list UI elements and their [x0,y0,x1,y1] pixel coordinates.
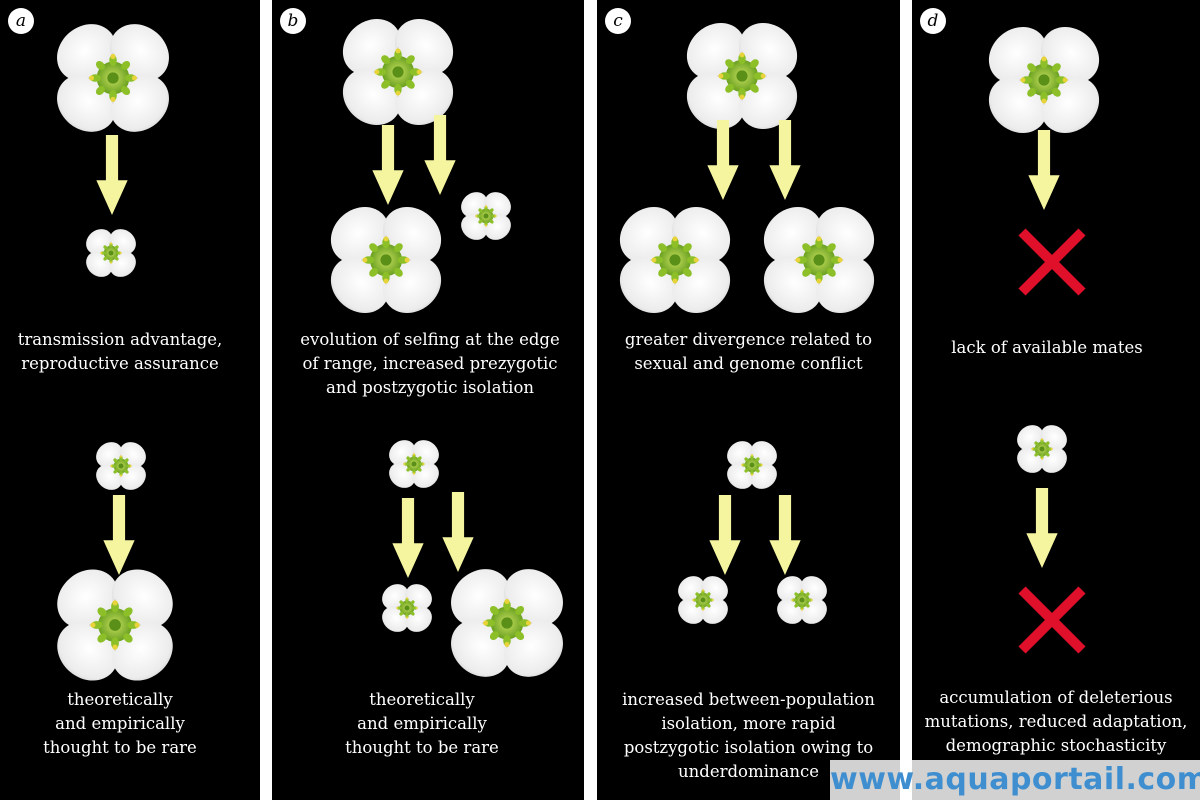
small-flower-icon [675,572,731,628]
small-flower-icon [724,437,780,493]
panel-d: d lack of available mates accumulation o… [912,0,1200,800]
small-flower-icon [458,188,514,244]
down-arrow-icon [1026,130,1062,210]
diagonal-arrow-icon [767,120,803,200]
small-flower-icon [774,572,830,628]
panel-label: c [605,8,631,34]
panel-label: a [8,8,34,34]
down-arrow-icon [94,135,130,215]
flower-icon [50,15,176,141]
small-flower-icon [83,225,139,281]
bottom-caption: accumulation of deleterious mutations, r… [924,688,1188,755]
panel-label: d [920,8,946,34]
diagonal-arrow-icon [422,115,458,195]
panel-b: b evolution of selfing at the edge of ra… [272,0,584,800]
small-flower-icon [1014,421,1070,477]
flower-icon [982,18,1106,142]
bottom-caption: theoretically and empirically thought to… [345,690,499,757]
bottom-caption: increased between-population isolation, … [622,690,875,781]
bottom-caption: theoretically and empirically thought to… [43,690,197,757]
top-caption: transmission advantage, reproductive ass… [17,330,223,373]
flower-icon [50,560,180,690]
down-arrow-icon [370,125,406,205]
diagonal-arrow-icon [707,495,743,575]
panel-a: a transmission advantage, reproductive a… [0,0,260,800]
red-cross-icon [1014,224,1090,300]
top-caption: greater divergence related to sexual and… [624,330,873,373]
flower-icon [444,560,570,686]
top-caption: lack of available mates [951,338,1143,357]
down-arrow-icon [390,498,426,578]
small-flower-icon [379,580,435,636]
watermark: www.aquaportail.com [830,760,1200,800]
panel-c: c greater divergence related to sexual a… [597,0,900,800]
panel-label: b [280,8,306,34]
flower-icon [324,198,448,322]
down-arrow-icon [1024,488,1060,568]
diagonal-arrow-icon [767,495,803,575]
small-flower-icon [386,436,442,492]
small-flower-icon [93,438,149,494]
top-caption: evolution of selfing at the edge of rang… [300,330,560,397]
flower-icon [757,198,881,322]
diagonal-arrow-icon [705,120,741,200]
flower-icon [613,198,737,322]
red-cross-icon [1014,582,1090,658]
